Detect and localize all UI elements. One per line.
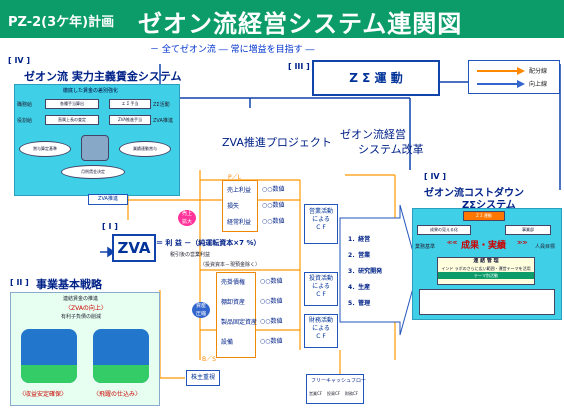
wage-cylinder-icon: [81, 135, 109, 161]
wage-right-label-1: ZΣ活動: [153, 102, 170, 108]
legend-item-1: 配分線: [529, 68, 548, 75]
strategy-top-label-1: 連結賃金の推進: [63, 296, 99, 302]
profit-items-box: 売上利益 損失 経常利益: [222, 180, 258, 232]
business-strategy-title: 事業基本戦略: [36, 278, 102, 291]
reform-line-2: システム改革: [358, 143, 424, 156]
profit-note-2: ○○数値: [262, 202, 285, 209]
costdown-division-box: 事業部: [505, 225, 551, 235]
costdown-slogan-prefix: ≪≪: [447, 240, 458, 246]
section-ii-roman: [ II ]: [10, 278, 29, 287]
costdown-slogan-suffix: ≫≫: [517, 240, 528, 246]
profit-row-1: 売上利益: [227, 187, 252, 194]
plan-label: PZ-2(3ケ年)計画: [8, 15, 115, 30]
kpi-item-3: 3．研究開発: [348, 268, 383, 275]
section-i-roman: [ I ]: [102, 222, 118, 231]
legend-lines: [477, 67, 525, 88]
cf-investing-box: 投資活動 による C F: [304, 272, 338, 306]
cf-financing-box: 財務活動 による C F: [304, 314, 338, 348]
wage-left-label-2: 役割給: [17, 118, 33, 124]
costdown-title-2: ZΣシステム: [462, 200, 516, 211]
costdown-title-1: ゼオン流コストダウン: [424, 188, 524, 199]
profit-note-1: ○○数値: [262, 186, 285, 193]
kpi-item-1: 1．経営: [348, 236, 371, 243]
strategy-cylinder-left-base: [21, 365, 77, 383]
section-iii-roman: [ III ]: [288, 62, 310, 71]
profit-row-3: 経常利益: [227, 219, 252, 226]
asset-row-3: 製品固定資産: [221, 319, 258, 326]
zsigma-movement-box: Z Σ 運 動: [312, 60, 440, 96]
zva-project-label: ZVA推進プロジェクト: [222, 136, 332, 149]
wage-box-zva: ZVA推進手当: [109, 115, 151, 125]
bs-label: B／S: [202, 356, 216, 363]
strategy-bottom-right: 〈飛躍の仕込み〉: [93, 391, 142, 398]
wage-system-panel: 徹底した賃金の差別強化 職務給 役割給 各種手当算出 直属上長の査定 エ Σ 手…: [14, 84, 180, 196]
section-iv-right-roman: [ IV ]: [424, 172, 447, 181]
costdown-bottom-table: [419, 289, 555, 315]
costdown-side-left: 業務基準: [415, 244, 436, 250]
asset-row-4: 設備: [221, 339, 234, 346]
profit-note-3: ○○数値: [262, 218, 285, 225]
asset-note-1: ○○数値: [260, 278, 283, 285]
costdown-bar: テーマ別活動: [438, 272, 534, 279]
costdown-bottom-title: 連 結 管 理: [473, 258, 499, 264]
strategy-top-label-2: 〈ZVAの向上〉: [65, 305, 107, 312]
kpi-item-4: 4．生産: [348, 284, 371, 291]
zva-formula-sub-1: 税引後の営業利益: [170, 252, 211, 258]
asset-note-4: ○○数値: [260, 338, 283, 345]
free-cf-sub-3: 財務CF: [345, 391, 359, 396]
business-strategy-panel: 連結賃金の推進 〈ZVAの向上〉 有利子負債の削減 〈収益安定確保〉 〈飛躍の仕…: [10, 292, 160, 406]
wage-bottom-box: ZVA推進: [88, 194, 128, 205]
costdown-side-right: 人員目標: [535, 244, 556, 250]
costdown-bottom-sub: インド ラボのさらに広い範囲・運営テーマを活用: [441, 266, 531, 271]
costdown-top-box: Z Σ 運動: [463, 211, 505, 221]
costdown-slogan: 成果・実績: [461, 241, 507, 251]
free-cf-sub-1: 営業CF: [309, 391, 323, 396]
zva-formula: ＝ 利 益 －（純運転資本×7 %）: [156, 239, 261, 247]
section-iv-left-roman: [ IV ]: [8, 56, 31, 65]
wage-oval-bonus-basis: 賞与算定基準: [19, 141, 71, 157]
asset-note-2: ○○数値: [260, 298, 283, 305]
header-bar: [0, 0, 564, 38]
wage-box-zsigma: エ Σ 手当: [109, 99, 151, 109]
ellipse-sales-expansion: 売上 拡大: [178, 210, 196, 226]
page-title: ゼオン流経営システム連関図: [138, 10, 463, 38]
wage-oval-monthly: 月例賃金決定: [61, 165, 125, 179]
asset-row-1: 売掛債権: [221, 279, 246, 286]
cf-operating-box: 営業活動 による C F: [304, 204, 338, 244]
free-cf-title: フリーキャッシュフロー: [311, 378, 367, 384]
kpi-item-5: 5．管理: [348, 300, 371, 307]
profit-row-2: 損失: [227, 203, 240, 210]
strategy-cylinder-right-base: [93, 365, 149, 383]
free-cf-box: フリーキャッシュフロー 営業CF 投資CF 財務CF: [306, 374, 367, 404]
asset-items-box: 売掛債権 棚卸資産 製品固定資産 設備: [216, 272, 258, 358]
pl-label: P／L: [228, 174, 241, 181]
costdown-visibility-box: 成果の見える化: [417, 225, 471, 235]
subtitle: － 全てゼオン流 ― 常に増益を目指す ―: [150, 45, 315, 55]
strategy-top-label-3: 有利子負債の削減: [61, 314, 102, 320]
wage-box-review: 直属上長の査定: [45, 115, 99, 125]
costdown-bottom-box: 連 結 管 理 インド ラボのさらに広い範囲・運営テーマを活用 テーマ別活動: [437, 257, 535, 285]
zva-box: ZVA: [112, 234, 156, 262]
wage-oval-performance-bonus: 業績連動賞与: [119, 141, 171, 157]
reform-line-1: ゼオン流経営: [340, 128, 406, 141]
wage-panel-title: 徹底した賃金の差別強化: [63, 88, 119, 94]
free-cf-sub-2: 投資CF: [327, 391, 341, 396]
costdown-panel: Z Σ 運動 成果の見える化 事業部 業務基準 ≪≪ 成果・実績 ≫≫ 人員目標…: [412, 208, 562, 320]
wage-left-label-1: 職務給: [17, 102, 33, 108]
wage-right-label-2: ZVA推進: [153, 118, 173, 124]
wage-box-allowance: 各種手当算出: [45, 99, 99, 109]
asset-row-2: 棚卸資産: [221, 299, 246, 306]
shareholder-box: 株主重視: [186, 370, 220, 386]
asset-note-3: ○○数値: [260, 318, 283, 325]
zva-formula-sub-2: （投資資本－現預金除く）: [200, 262, 261, 268]
strategy-bottom-left: 〈収益安定確保〉: [19, 391, 68, 398]
legend: 配分線 向上線: [468, 60, 560, 94]
kpi-item-2: 2．営業: [348, 252, 371, 259]
legend-item-2: 向上線: [529, 81, 548, 88]
wage-system-title: ゼオン流 実力主義賃金システム: [24, 70, 182, 83]
ellipse-asset-compression: 資産 圧縮: [192, 302, 210, 318]
